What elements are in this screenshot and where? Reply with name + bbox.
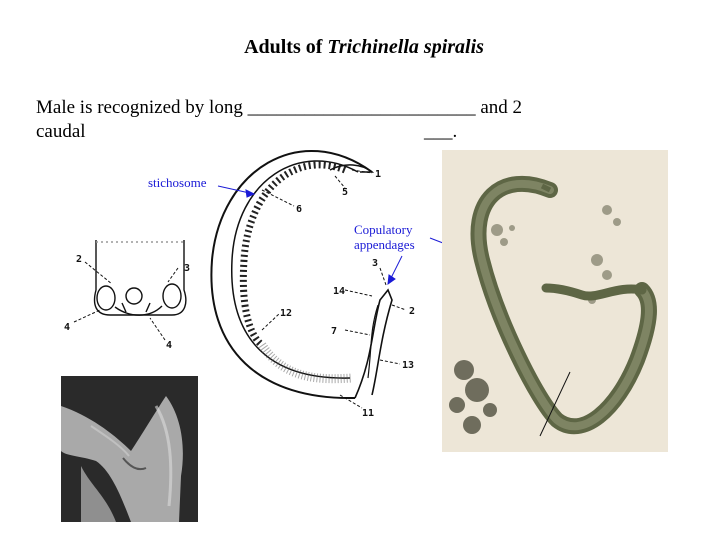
slide-title: Adults of Trichinella spiralis bbox=[0, 36, 728, 59]
label-num-12: 12 bbox=[280, 308, 292, 319]
label-num-2b: 2 bbox=[76, 254, 82, 265]
label-num-4b: 4 bbox=[166, 340, 172, 351]
title-prefix: Adults of bbox=[244, 36, 328, 58]
question-line-1: Male is recognized by long _____________… bbox=[36, 97, 523, 118]
label-num-7: 7 bbox=[331, 326, 337, 337]
label-num-11: 11 bbox=[362, 408, 374, 419]
stichosome-label: stichosome bbox=[148, 175, 207, 190]
label-num-5: 5 bbox=[342, 187, 348, 198]
label-num-1: 1 bbox=[375, 169, 381, 180]
intestine bbox=[258, 342, 353, 384]
label-num-14: 14 bbox=[333, 286, 345, 297]
question-line-2: caudal bbox=[36, 121, 86, 142]
micrograph-photo bbox=[442, 150, 668, 452]
label-num-3: 3 bbox=[372, 258, 378, 269]
copulatory-label-line1: Copulatory bbox=[354, 222, 413, 237]
worm-tail bbox=[354, 288, 393, 399]
worm-outer-edge bbox=[210, 150, 373, 400]
sem-micrograph bbox=[61, 376, 198, 522]
copulatory-label-line2: appendages bbox=[354, 237, 415, 252]
tail-end-diagram bbox=[93, 240, 187, 316]
label-num-13: 13 bbox=[402, 360, 414, 371]
stichosome-cells bbox=[239, 161, 347, 348]
label-num-6: 6 bbox=[296, 204, 302, 215]
question-blank-2: ___. bbox=[424, 121, 458, 142]
label-num-4a: 4 bbox=[64, 322, 70, 333]
worm-head bbox=[329, 164, 375, 173]
label-num-3b: 3 bbox=[184, 263, 190, 274]
label-num-2: 2 bbox=[409, 306, 415, 317]
title-species: Trichinella spiralis bbox=[327, 36, 484, 58]
